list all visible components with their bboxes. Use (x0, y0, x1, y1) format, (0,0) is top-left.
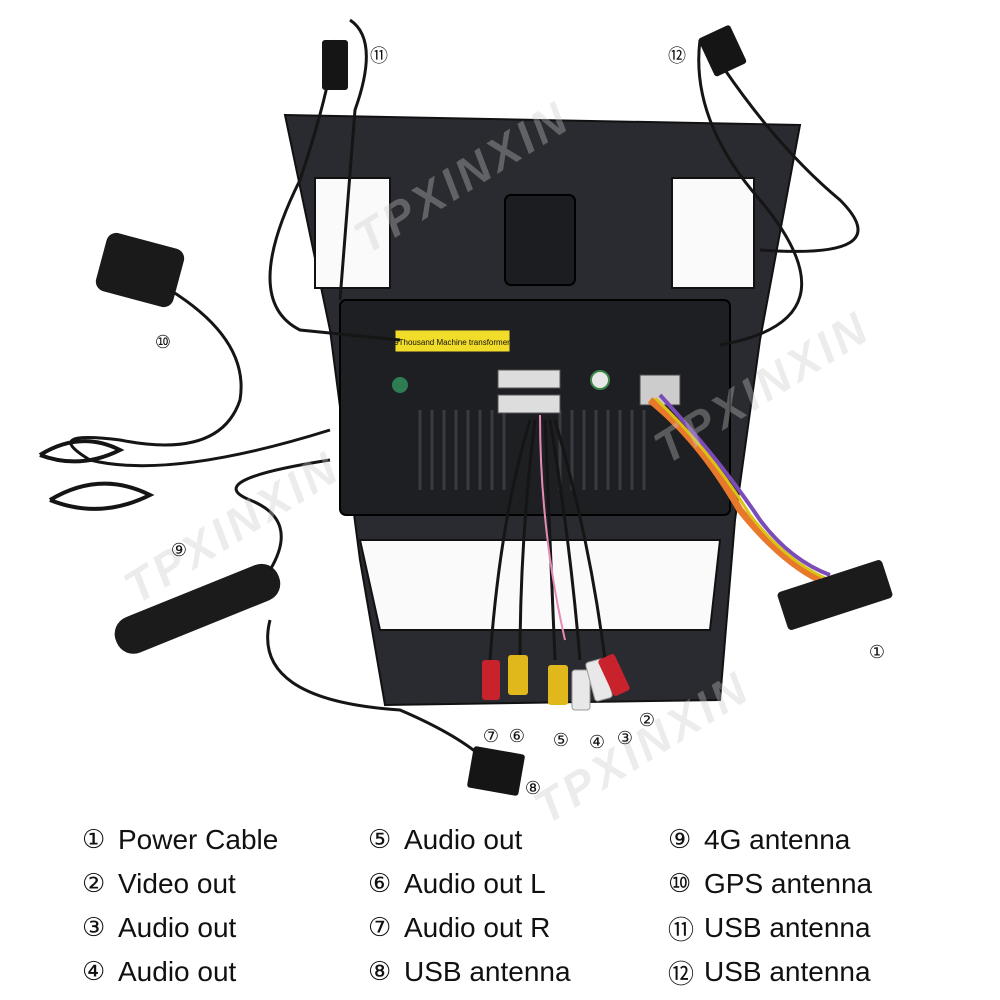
legend-number: ② (82, 869, 106, 899)
rca-plug-4-white (571, 669, 591, 711)
callout-11: ⑪ (370, 46, 388, 67)
legend-item: ⑧ USB antenna (368, 950, 571, 994)
rca-cables (488, 419, 607, 661)
legend-number: ⑧ (368, 957, 392, 987)
legend-label: USB antenna (704, 912, 871, 943)
callout-6: ⑥ (508, 726, 526, 747)
legend-label: Power Cable (118, 824, 279, 855)
legend-label: Audio out R (404, 912, 551, 943)
callout-12: ⑫ (668, 46, 686, 67)
frame-window-right (671, 177, 755, 289)
legend-label: USB antenna (704, 956, 871, 987)
usb-connector-block (497, 369, 561, 389)
legend-label: Audio out (404, 824, 523, 855)
legend-item: ⑨ 4G antenna (668, 818, 872, 862)
legend-item: ⑫ USB antenna (668, 950, 872, 994)
rca-plug-5-yellow (548, 665, 568, 705)
rca-plug-7-red (482, 660, 500, 700)
usb-cable-12 (723, 69, 860, 253)
frame-window-left (314, 177, 391, 289)
legend-number: ⑥ (368, 869, 392, 899)
usb-plug-11 (322, 40, 348, 90)
coiled-cable (38, 439, 155, 511)
usb-cable-8 (266, 619, 497, 771)
legend-label: GPS antenna (704, 868, 873, 899)
climate-cutout (358, 539, 722, 631)
legend-number: ⑦ (368, 913, 392, 943)
callout-8: ⑧ (524, 778, 542, 799)
product-photo: 9Thousand Machine transformer (38, 18, 893, 796)
legend-item: ⑤ Audio out (368, 818, 571, 862)
power-socket (639, 374, 681, 406)
4g-cable (234, 458, 331, 571)
sticker-text: 9Thousand Machine transformer (394, 338, 510, 347)
callout-5: ⑤ (552, 730, 570, 751)
legend-number: ⑩ (668, 869, 692, 899)
legend-item: ① Power Cable (82, 818, 278, 862)
power-plug-1 (777, 560, 893, 630)
legend-item: ⑥ Audio out L (368, 862, 571, 906)
legend-label: USB antenna (404, 956, 571, 987)
callout-3: ③ (616, 728, 634, 749)
rca-plug-6-yellow (508, 655, 528, 695)
center-bracket (504, 194, 576, 286)
legend-label: 4G antenna (704, 824, 851, 855)
callout-10: ⑩ (154, 332, 172, 353)
legend-number: ① (82, 825, 106, 855)
legend-item: ③ Audio out (82, 906, 278, 950)
legend-number: ⑤ (368, 825, 392, 855)
rca-plug-2-red (598, 654, 630, 696)
legend-item: ⑩ GPS antenna (668, 862, 872, 906)
usb-plug-12 (698, 25, 747, 77)
legend-label: Video out (118, 868, 236, 899)
callout-1: ① (868, 642, 886, 663)
legend-item: ⑪ USB antenna (668, 906, 872, 950)
legend-number: ④ (82, 957, 106, 987)
callout-4: ④ (588, 732, 606, 753)
legend-label: Audio out (118, 912, 237, 943)
gps-port (392, 377, 408, 393)
legend-label: Audio out (118, 956, 237, 987)
legend-number: ⑨ (668, 825, 692, 855)
callout-7: ⑦ (482, 726, 500, 747)
legend-number: ⑫ (668, 959, 695, 990)
harness-wires (647, 397, 822, 584)
legend-item: ⑦ Audio out R (368, 906, 571, 950)
av-connector-block (497, 394, 561, 414)
legend-number: ⑪ (668, 915, 695, 946)
legend-column-2: ⑤ Audio out ⑥ Audio out L ⑦ Audio out R ⑧ US… (368, 818, 571, 994)
gps-cable (69, 288, 331, 468)
usb-plug-8 (467, 746, 525, 796)
legend-column-1: ① Power Cable ② Video out ③ Audio out ④ Audi… (82, 818, 278, 994)
gps-antenna (95, 232, 185, 308)
port-green (590, 370, 610, 390)
legend-label: Audio out L (404, 868, 546, 899)
callout-2: ② (638, 710, 656, 731)
callout-9: ⑨ (170, 540, 188, 561)
legend-item: ④ Audio out (82, 950, 278, 994)
legend-number: ③ (82, 913, 106, 943)
legend: ① Power Cable ② Video out ③ Audio out ④ Audi… (0, 818, 1000, 1000)
legend-item: ② Video out (82, 862, 278, 906)
4g-antenna (114, 563, 281, 654)
